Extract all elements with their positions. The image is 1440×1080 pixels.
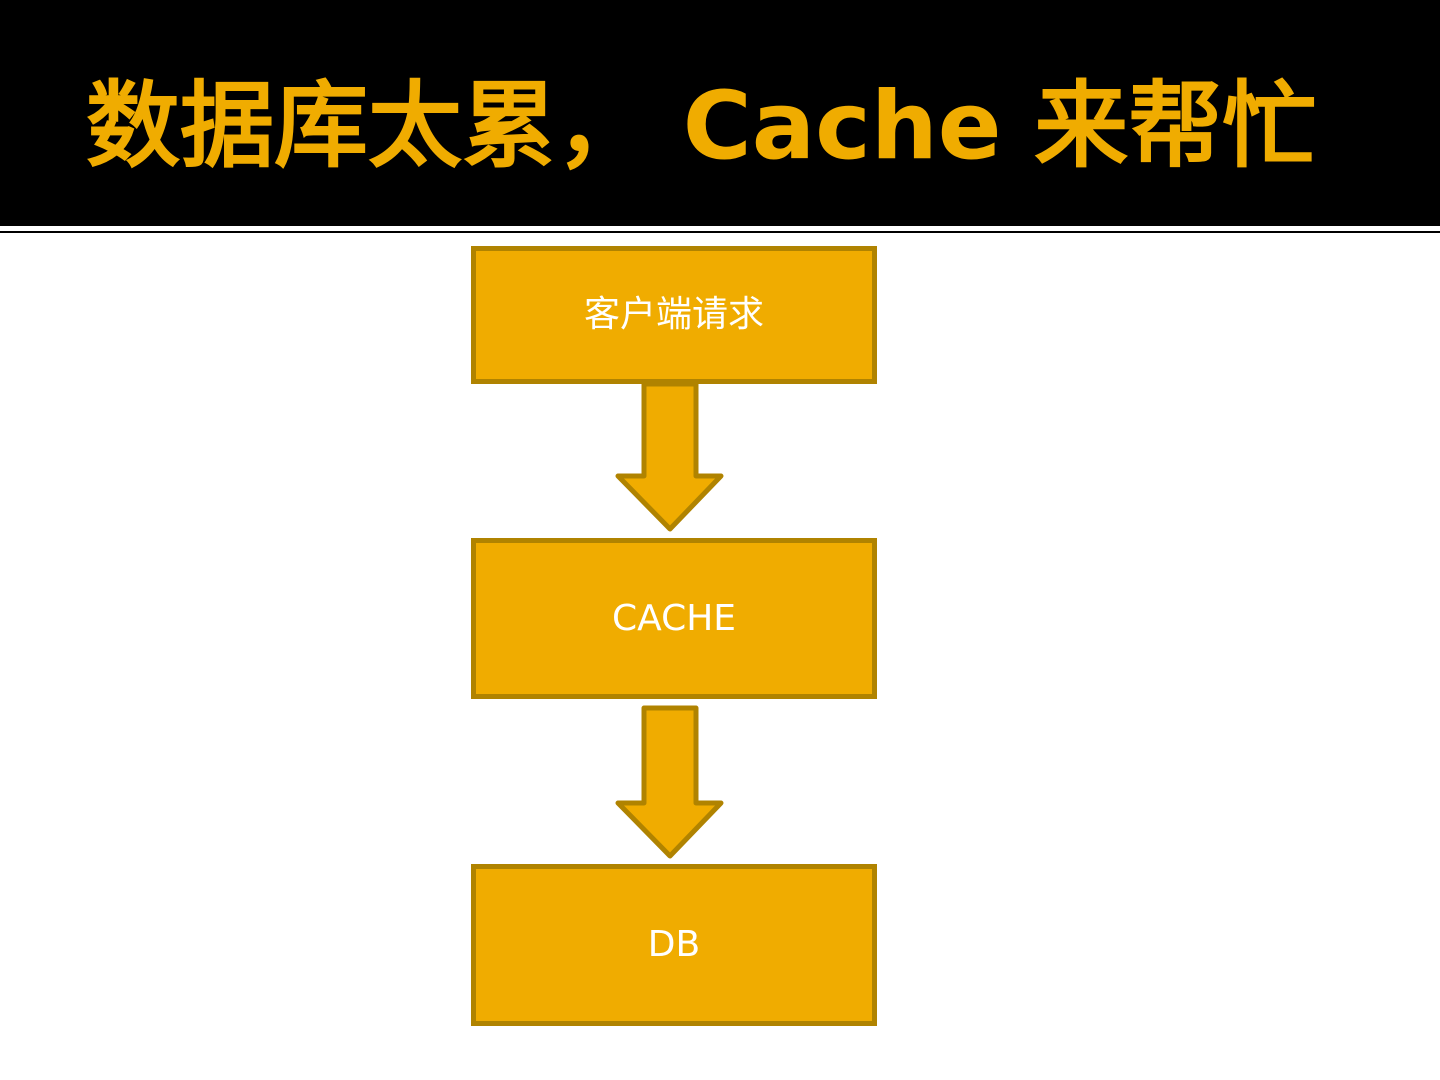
node-db: DB: [471, 864, 877, 1026]
node-cache: CACHE: [471, 538, 877, 699]
arrow-down-icon: [615, 705, 724, 859]
arrow-down-icon: [615, 381, 724, 532]
node-label: DB: [647, 924, 701, 965]
node-label: CACHE: [611, 597, 737, 639]
node-label: 客户端请求: [583, 294, 764, 335]
header-divider: [0, 231, 1440, 233]
header-band: [0, 0, 1440, 226]
slide-title: 数据库太累， Cache 来帮忙: [86, 72, 1317, 181]
